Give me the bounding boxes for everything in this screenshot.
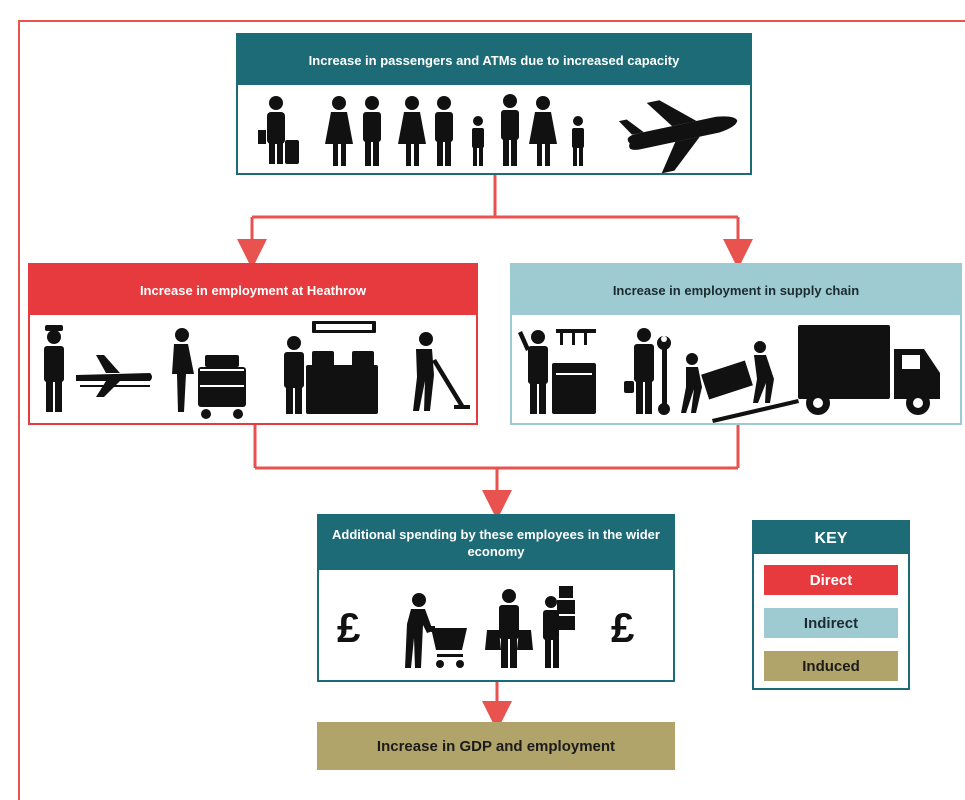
key-item-indirect: Indirect	[764, 608, 898, 638]
passengers-capacity-title: Increase in passengers and ATMs due to i…	[238, 35, 750, 85]
cleaner-icon	[413, 332, 470, 411]
person-carrying-boxes-icon	[543, 586, 575, 668]
mechanic-icon	[624, 328, 671, 415]
shopper-bags-icon	[485, 589, 533, 668]
man-icon	[363, 96, 381, 166]
supply-chain-icons	[512, 315, 960, 423]
supply-chain-employment-box: Increase in employment in supply chain	[510, 263, 962, 425]
chef-icon	[518, 329, 596, 414]
woman-icon	[398, 96, 426, 166]
delivery-truck-icon	[798, 325, 940, 415]
supply-chain-employment-title: Increase in employment in supply chain	[512, 265, 960, 315]
baggage-handler-icon	[172, 328, 246, 419]
connector-arrows	[237, 175, 753, 731]
movers-icon	[681, 341, 799, 423]
pound-icon: £	[337, 604, 360, 651]
shopper-trolley-icon	[405, 593, 467, 668]
key-title: KEY	[754, 522, 908, 554]
airplane-icon	[618, 100, 738, 173]
family-icon	[472, 94, 584, 166]
wider-economy-spending-title: Additional spending by these employees i…	[319, 516, 673, 570]
check-in-desk-icon	[284, 321, 378, 414]
gdp-employment-box: Increase in GDP and employment	[317, 722, 675, 770]
key-item-induced: Induced	[764, 651, 898, 681]
spending-icons: £	[319, 570, 673, 680]
passengers-capacity-box: Increase in passengers and ATMs due to i…	[236, 33, 752, 175]
outer-frame	[18, 20, 965, 800]
wider-economy-spending-box: Additional spending by these employees i…	[317, 514, 675, 682]
passengers-icons	[238, 85, 750, 173]
key-item-direct: Direct	[764, 565, 898, 595]
business-traveller-icon	[258, 96, 299, 164]
heathrow-employment-box: Increase in employment at Heathrow	[28, 263, 478, 425]
key-legend: KEY Direct Indirect Induced	[752, 520, 910, 690]
heathrow-icons	[30, 315, 476, 423]
pound-icon: £	[611, 604, 634, 651]
woman-icon	[325, 96, 353, 166]
man-icon	[435, 96, 453, 166]
pilot-with-plane-icon	[44, 325, 152, 412]
heathrow-employment-title: Increase in employment at Heathrow	[30, 265, 476, 315]
